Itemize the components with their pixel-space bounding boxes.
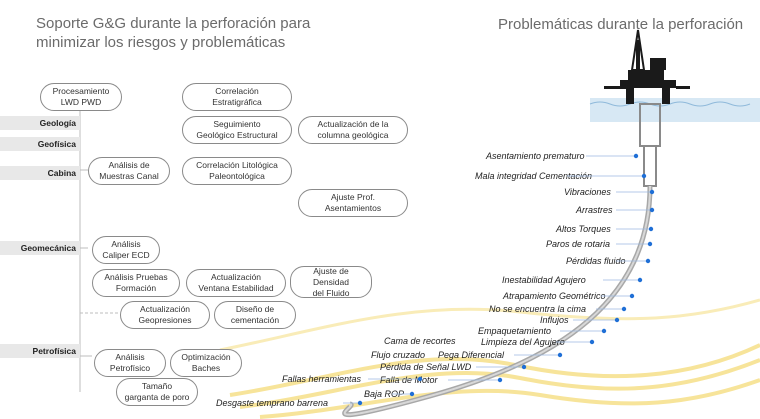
problem-marker [357,400,363,406]
problem-marker [645,258,651,264]
left-title: Soporte G&G durante la perforación para … [36,14,310,52]
problem-marker [589,339,595,345]
left-title-line-1: Soporte G&G durante la perforación para [36,15,311,32]
category-geologia: Geología [0,116,80,130]
problem-marker [614,317,620,323]
problem-label: Vibraciones [564,187,611,197]
problem-label: Empaquetamiento [478,326,552,336]
category-geomecanica: Geomecánica [0,241,80,255]
right-title: Problemáticas durante la perforación [498,16,744,33]
problem-label: Desgaste temprano barrena [216,398,329,408]
problem-label: Asentamiento prematuro [486,151,585,161]
category-petrofisica: Petrofísica [0,344,80,358]
problem-marker [633,153,639,159]
problem-label: Pérdida de Señal LWD [380,362,472,372]
problem-marker [647,241,653,247]
problem-label: Fallas herramientas [282,374,362,384]
category-geofisica: Geofísica [0,137,80,151]
bubble-ajuste-prof: Ajuste Prof.Asentamientos [298,189,408,217]
problem-label: Atrapamiento Geométrico [503,291,606,301]
problem-marker [497,377,503,383]
problem-label: Altos Torques [556,224,611,234]
problem-marker [621,306,627,312]
problem-label: Flujo cruzado [371,350,426,360]
problem-label: Influjos [540,315,569,325]
problem-label: Baja ROP [364,389,405,399]
left-title-line-2: minimizar los riesgos y problemáticas [36,34,286,51]
problem-label: Pega Diferencial [438,350,505,360]
problem-marker [521,364,527,370]
problem-label: No se encuentra la cima [489,304,587,314]
problem-label: Arrastres [576,205,613,215]
problem-marker [637,277,643,283]
problem-label: Cama de recortes [384,336,456,346]
strata-upper [219,298,760,352]
platform-icon [604,29,690,104]
problem-marker [648,226,654,232]
problem-marker [409,391,415,397]
problem-label: Falla de Motor [380,375,438,385]
problem-marker [649,207,655,213]
problem-label: Paros de rotaria [546,239,611,249]
problem-label: Limpieza del Agujero [481,337,565,347]
problem-label: Inestabilidad Agujero [502,275,586,285]
problem-marker [641,173,647,179]
problem-marker [601,328,607,334]
problem-marker [649,189,655,195]
category-cabina: Cabina [0,166,80,180]
problem-label: Pérdidas fluido [566,256,626,266]
problem-marker [629,293,635,299]
problem-label: Mala integridad Cementación [475,171,593,181]
problem-marker [417,376,423,382]
problem-marker [557,352,563,358]
